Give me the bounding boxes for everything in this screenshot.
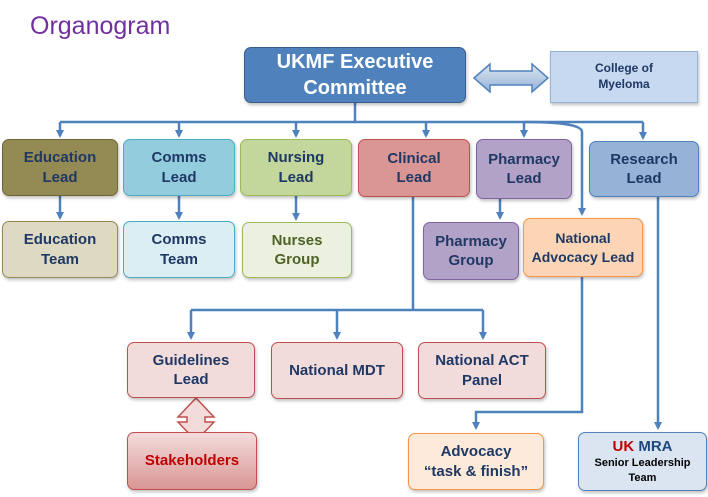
- national-act-panel-box: National ACT Panel: [418, 342, 546, 399]
- uk-mra-box: UK MRA Senior Leadership Team: [578, 432, 707, 491]
- advocacy-lead-line2: Advocacy Lead: [531, 248, 635, 265]
- ukmra-title: UK MRA: [612, 437, 672, 457]
- nurses-group-line1: Nurses: [271, 231, 323, 249]
- comms-lead-line1: Comms: [151, 149, 207, 166]
- education-lead-line2: Lead: [42, 168, 78, 186]
- ukmra-uk: UK: [612, 437, 635, 455]
- page-title: Organogram: [30, 12, 171, 40]
- education-team-line2: Team: [40, 250, 80, 268]
- clinical-lead-line1: Clinical: [387, 149, 441, 167]
- act-line1: National ACT: [435, 352, 529, 369]
- pharmacy-lead-line1: Pharmacy: [488, 150, 560, 168]
- nursing-lead-line2: Lead: [278, 168, 314, 186]
- research-lead-line1: Research: [610, 150, 678, 168]
- advocacy-lead-line1: National: [555, 230, 611, 247]
- clinical-lead-line2: Lead: [396, 169, 432, 186]
- pharmacy-group-line2: Group: [448, 252, 494, 269]
- ukmra-line3: Team: [628, 472, 657, 485]
- guidelines-line1: Guidelines: [152, 351, 230, 369]
- stakeholders-box: Stakeholders: [127, 432, 257, 490]
- drop-advocacy-lead: [523, 120, 586, 216]
- advocacy-lead-to-advocacy: [472, 277, 584, 430]
- advocacy-line1: Advocacy: [440, 443, 512, 460]
- ukmra-mra: MRA: [638, 437, 673, 455]
- advocacy-line2: “task & finish”: [423, 462, 529, 480]
- act-line2: Panel: [461, 371, 503, 389]
- national-mdt-box: National MDT: [271, 342, 403, 399]
- college-line2: Myeloma: [598, 77, 650, 91]
- comms-team-line1: Comms: [151, 231, 207, 248]
- pharmacy-lead-line2: Lead: [506, 170, 542, 187]
- exec-line1: UKMF Executive: [276, 51, 434, 73]
- comms-team-line2: Team: [159, 250, 199, 268]
- nursing-lead-line1: Nursing: [267, 149, 325, 166]
- guidelines-line2: Lead: [173, 371, 209, 388]
- advocacy-task-finish-box: Advocacy “task & finish”: [408, 433, 544, 490]
- pharmacy-group-line1: Pharmacy: [435, 232, 507, 250]
- stakeholders-label: Stakeholders: [144, 452, 240, 470]
- research-lead-line2: Lead: [626, 170, 662, 187]
- education-team-line1: Education: [23, 231, 97, 248]
- education-lead-line1: Education: [23, 149, 97, 166]
- exec-line2: Committee: [303, 77, 407, 99]
- comms-lead-line2: Lead: [161, 168, 197, 186]
- college-line1: College of: [594, 61, 653, 76]
- mdt-label: National MDT: [289, 361, 385, 379]
- ukmra-line2: Senior Leadership: [594, 457, 691, 470]
- exec-college-arrow: [472, 62, 550, 94]
- nurses-group-line2: Group: [274, 251, 320, 268]
